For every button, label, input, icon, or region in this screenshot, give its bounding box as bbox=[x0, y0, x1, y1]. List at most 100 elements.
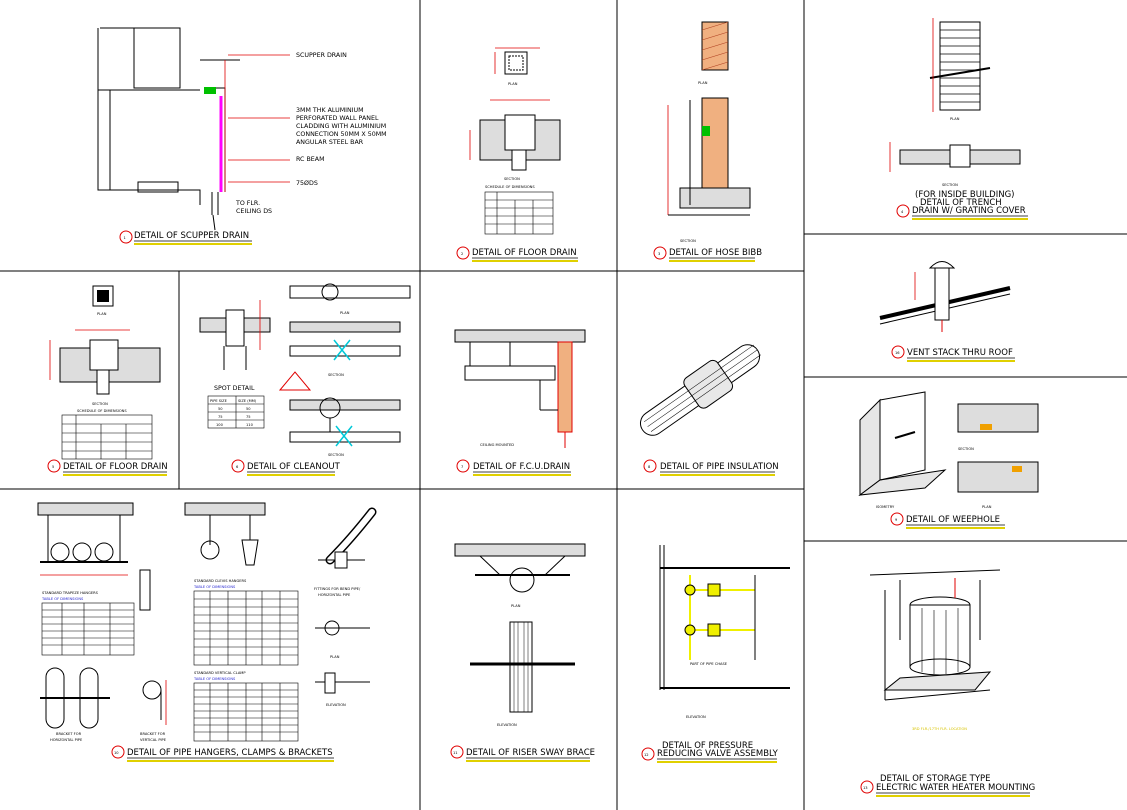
fcu-ceiling-mounted-label: CEILING MOUNTED bbox=[480, 443, 514, 447]
prv-pipe-chase-label: PART OF PIPE CHASE bbox=[690, 662, 728, 666]
scupper-callout-scupper-drain: SCUPPER DRAIN bbox=[296, 52, 347, 59]
detail-6-title: DETAIL OF CLEANOUT bbox=[247, 462, 341, 472]
detail-hose-bibb: PLAN SECTION 3 DETAIL OF HOSE BIBB bbox=[653, 21, 762, 262]
detail-2-number: 2 bbox=[461, 252, 463, 256]
detail-10-title: DETAIL OF PIPE HANGERS, CLAMPS & BRACKET… bbox=[127, 748, 333, 758]
detail-2-title: DETAIL OF FLOOR DRAIN bbox=[472, 248, 577, 258]
cleanout-table bbox=[207, 395, 265, 429]
clevis-hangers-title: STANDARD CLEVIS HANGERS bbox=[194, 579, 247, 583]
detail-6-tag: 6 DETAIL OF CLEANOUT bbox=[231, 459, 341, 476]
floor-drain-5-plan-label: PLAN bbox=[97, 312, 107, 316]
detail-12-title-line-1: DETAIL OF PRESSURE bbox=[662, 741, 753, 751]
detail-1-tag: 1 DETAIL OF SCUPPER DRAIN bbox=[119, 230, 252, 245]
detail-7-tag: 7 DETAIL OF F.C.U.DRAIN bbox=[456, 459, 571, 476]
detail-7-title: DETAIL OF F.C.U.DRAIN bbox=[473, 462, 570, 472]
weephole-isometry-label: ISOMETRY bbox=[876, 505, 895, 509]
scupper-callout-panel-2: PERFORATED WALL PANEL bbox=[296, 115, 379, 122]
cleanout-spot-detail-label: SPOT DETAIL bbox=[214, 385, 255, 392]
detail-water-heater: 3RD FLR./17TH FLR. LOCATION DETAIL OF ST… bbox=[860, 569, 1035, 797]
detail-5-number: 5 bbox=[52, 465, 54, 469]
water-heater-location-label: 3RD FLR./17TH FLR. LOCATION bbox=[912, 727, 967, 731]
clevis-hangers-subtitle: TABLE OF DIMENSIONS bbox=[193, 585, 236, 589]
detail-cleanout: SPOT DETAIL PIPE SIZE SIZE (MM) 50 50 75… bbox=[199, 283, 411, 476]
detail-12-tag: DETAIL OF PRESSURE 12 REDUCING VALVE ASS… bbox=[641, 741, 779, 763]
detail-vent-stack: 16 VENT STACK THRU ROOF bbox=[879, 261, 1015, 362]
detail-8-title: DETAIL OF PIPE INSULATION bbox=[660, 462, 779, 472]
scupper-callout-panel-4: CONNECTION 50MM X 50MM bbox=[296, 131, 387, 138]
weephole-section-label: SECTION bbox=[958, 447, 974, 451]
detail-4-title-line-3: DRAIN W/ GRATING COVER bbox=[912, 206, 1026, 216]
detail-5-tag: 5 DETAIL OF FLOOR DRAIN bbox=[47, 459, 168, 476]
cleanout-plan-label: PLAN bbox=[340, 311, 350, 315]
cleanout-table-header-pipe: PIPE SIZE bbox=[210, 399, 228, 403]
bend-fittings-line-2: HORIZONTAL PIPE bbox=[318, 593, 351, 597]
detail-6-number: 6 bbox=[236, 465, 239, 469]
detail-4-number: 4 bbox=[901, 210, 904, 214]
detail-13-title-line-2: ELECTRIC WATER HEATER MOUNTING bbox=[876, 783, 1035, 793]
floor-drain-2-plan-label: PLAN bbox=[508, 82, 518, 86]
vertical-clamp-subtitle: TABLE OF DIMENSIONS bbox=[193, 677, 236, 681]
bracket-horizontal-line-2: HORIZONTAL PIPE bbox=[50, 738, 83, 742]
cleanout-table-cell: 75 bbox=[218, 415, 223, 419]
trapeze-hangers-title: STANDARD TRAPEZE HANGERS bbox=[42, 591, 99, 595]
floor-drain-2-schedule-title: SCHEDULE OF DIMENSIONS bbox=[485, 185, 535, 189]
hose-bibb-section-label: SECTION bbox=[680, 239, 696, 243]
detail-10-number: 10 bbox=[114, 751, 119, 755]
prv-elevation-label: ELEVATION bbox=[686, 715, 706, 719]
detail-1-number: 1 bbox=[124, 236, 126, 240]
detail-8-number: 8 bbox=[648, 465, 651, 469]
detail-4-tag: (FOR INSIDE BUILDING) DETAIL OF TRENCH 4… bbox=[896, 190, 1028, 220]
detail-12-number: 12 bbox=[644, 753, 649, 757]
floor-drain-5-section-label: SECTION bbox=[92, 402, 108, 406]
floor-drain-2-table bbox=[484, 191, 554, 235]
detail-scupper-drain: SCUPPER DRAIN 3MM THK ALUMINIUM PERFORAT… bbox=[97, 27, 387, 245]
bend-fittings-line-1: FITTINGS FOR BEND PIPE/ bbox=[314, 587, 361, 591]
detail-3-title: DETAIL OF HOSE BIBB bbox=[669, 248, 762, 258]
detail-7-number: 7 bbox=[461, 465, 463, 469]
detail-pipe-hangers: STANDARD TRAPEZE HANGERS TABLE OF DIMENS… bbox=[37, 502, 377, 762]
detail-fcu-drain: CEILING MOUNTED 7 DETAIL OF F.C.U.DRAIN bbox=[454, 329, 586, 476]
detail-16-number: 16 bbox=[895, 351, 900, 355]
floor-drain-2-section-label: SECTION bbox=[504, 177, 520, 181]
hose-bibb-plan-label: PLAN bbox=[698, 81, 708, 85]
scupper-callout-panel-5: ANGULAR STEEL BAR bbox=[296, 139, 364, 146]
riser-elevation-label: ELEVATION bbox=[497, 723, 517, 727]
clevis-table bbox=[193, 590, 299, 666]
detail-13-title-line-1: DETAIL OF STORAGE TYPE bbox=[880, 774, 991, 784]
detail-1-title: DETAIL OF SCUPPER DRAIN bbox=[134, 231, 249, 241]
detail-trench-drain: PLAN SECTION (FOR INSIDE BUILDING) DETAI… bbox=[889, 18, 1028, 220]
detail-prv-assembly: PART OF PIPE CHASE ELEVATION DETAIL OF P… bbox=[641, 545, 790, 763]
vertical-clamp-title: STANDARD VERTICAL CLAMP bbox=[194, 671, 246, 675]
detail-13-number: 13 bbox=[863, 786, 868, 790]
cleanout-section-label-2: SECTION bbox=[328, 453, 344, 457]
detail-4-title-line-1: (FOR INSIDE BUILDING) bbox=[915, 190, 1015, 200]
bracket-horizontal-line-1: BRACKET FOR bbox=[56, 732, 82, 736]
scupper-callout-downspout: 75ØDS bbox=[296, 179, 318, 187]
trapeze-table bbox=[41, 602, 135, 656]
riser-plan-label: PLAN bbox=[511, 604, 521, 608]
scupper-callout-rc-beam: RC BEAM bbox=[296, 156, 325, 163]
detail-riser-sway-brace: PLAN ELEVATION 11 DETAIL OF RISER SWAY B… bbox=[450, 543, 595, 762]
detail-8-tag: 8 DETAIL OF PIPE INSULATION bbox=[643, 459, 779, 476]
detail-3-number: 3 bbox=[658, 252, 660, 256]
detail-2-tag: 2 DETAIL OF FLOOR DRAIN bbox=[456, 246, 578, 262]
cleanout-table-cell: 50 bbox=[218, 407, 223, 411]
cleanout-table-cell: 100 bbox=[216, 423, 224, 427]
hanger-elevation-label: ELEVATION bbox=[326, 703, 346, 707]
scupper-callout-panel-1: 3MM THK ALUMINIUM bbox=[296, 107, 364, 114]
detail-9-number: 9 bbox=[895, 518, 898, 522]
hanger-plan-label: PLAN bbox=[330, 655, 340, 659]
scupper-callout-to-floor: TO FLR. bbox=[235, 200, 260, 207]
detail-11-title: DETAIL OF RISER SWAY BRACE bbox=[466, 748, 595, 758]
bracket-vertical-line-1: BRACKET FOR bbox=[140, 732, 166, 736]
cleanout-table-cell: 110 bbox=[246, 423, 254, 427]
weephole-plan-label: PLAN bbox=[982, 505, 992, 509]
detail-3-tag: 3 DETAIL OF HOSE BIBB bbox=[653, 246, 762, 262]
floor-drain-5-schedule-title: SCHEDULE OF DIMENSIONS bbox=[77, 409, 127, 413]
clamp-table bbox=[193, 682, 299, 742]
detail-11-tag: 11 DETAIL OF RISER SWAY BRACE bbox=[450, 745, 595, 762]
detail-pipe-insulation: 8 DETAIL OF PIPE INSULATION bbox=[639, 344, 779, 476]
trench-section-label: SECTION bbox=[942, 183, 958, 187]
detail-floor-drain-2: PLAN SECTION SCHEDULE OF DIMENSIONS 2 DE… bbox=[456, 47, 578, 262]
